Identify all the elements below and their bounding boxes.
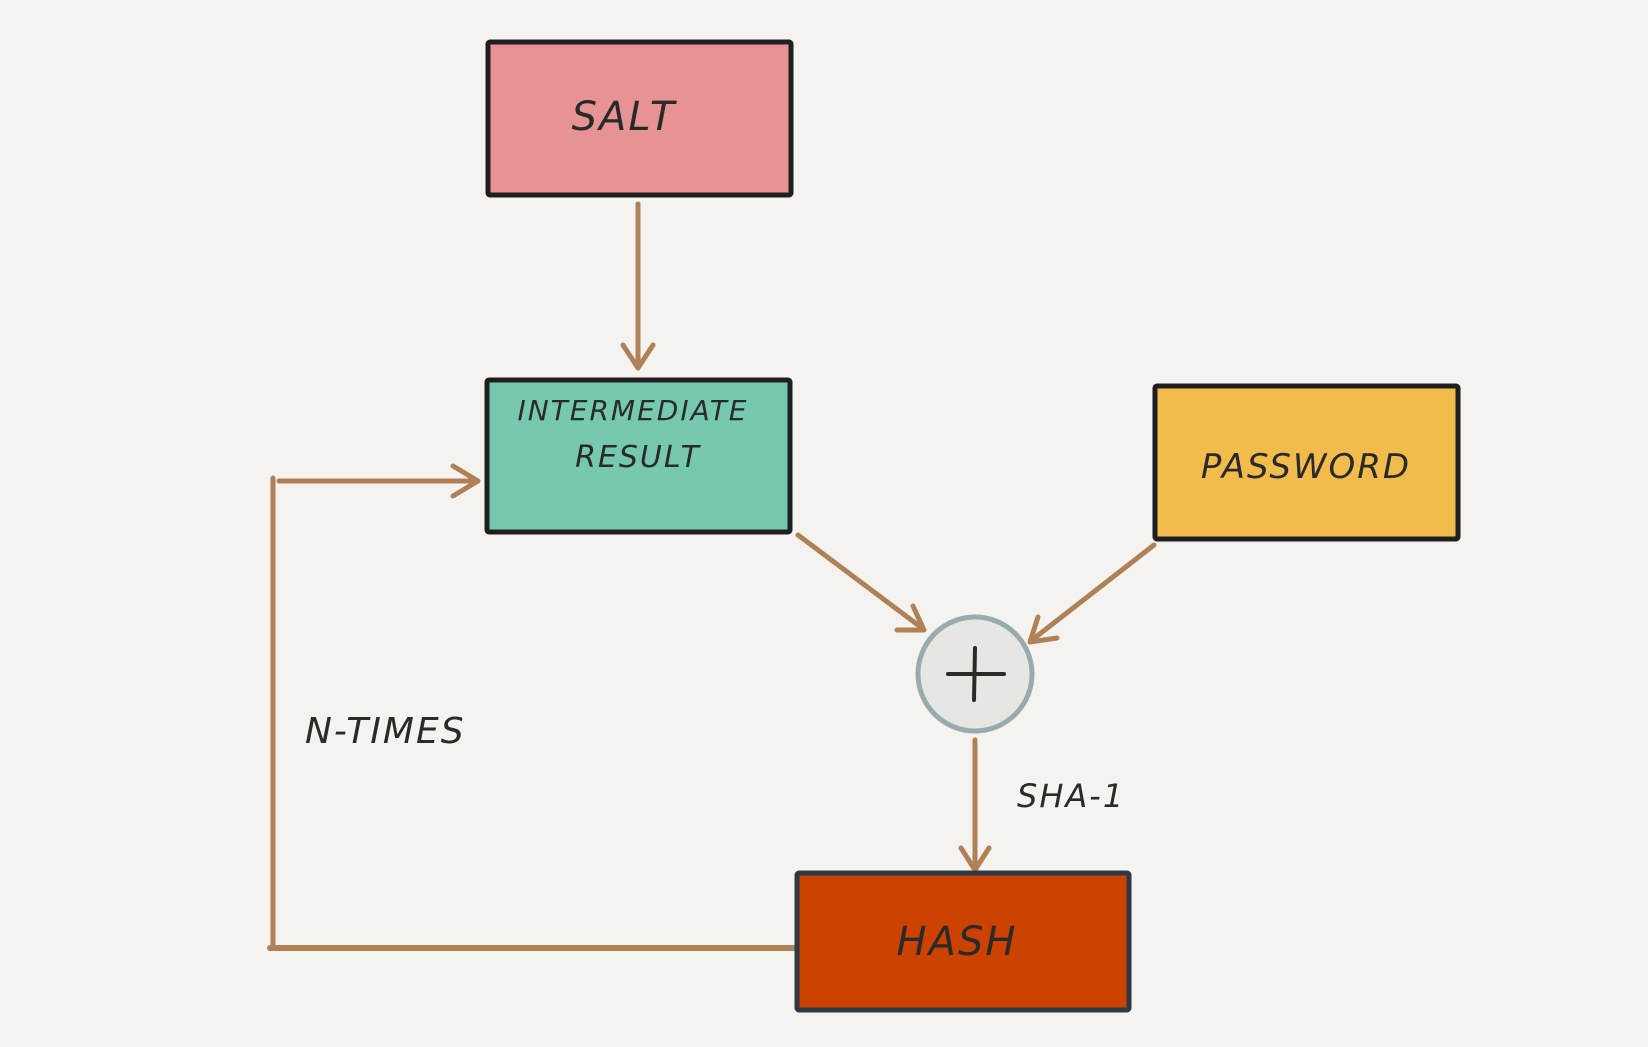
arrow-intermediate-to-combine — [795, 532, 927, 633]
salt-label: SALT — [572, 94, 678, 140]
sha1-label: SHA-1 — [1017, 777, 1125, 815]
intermediate-result-node: INTERMEDIATE RESULT — [484, 377, 793, 535]
n-times-label: N-TIMES — [305, 711, 466, 752]
hash-node: HASH — [794, 870, 1132, 1013]
intermediate-result-label-line2: RESULT — [575, 440, 701, 475]
combine-node — [915, 614, 1035, 734]
hash-box — [794, 870, 1132, 1013]
intermediate-result-label-line1: INTERMEDIATE — [517, 394, 748, 427]
salt-box — [485, 39, 794, 198]
arrow-combine-to-hash — [958, 737, 992, 873]
intermediate-result-box — [484, 377, 793, 535]
password-box — [1152, 383, 1461, 542]
plus-icon-vertical — [972, 646, 977, 702]
salt-node: SALT — [485, 39, 794, 198]
hash-label: HASH — [897, 919, 1018, 965]
arrow-password-to-combine — [1027, 542, 1157, 645]
arrow-salt-to-intermediate — [620, 201, 656, 371]
arrow-feedback-loop — [267, 463, 803, 951]
password-node: PASSWORD — [1152, 383, 1461, 542]
password-label: PASSWORD — [1201, 447, 1411, 487]
